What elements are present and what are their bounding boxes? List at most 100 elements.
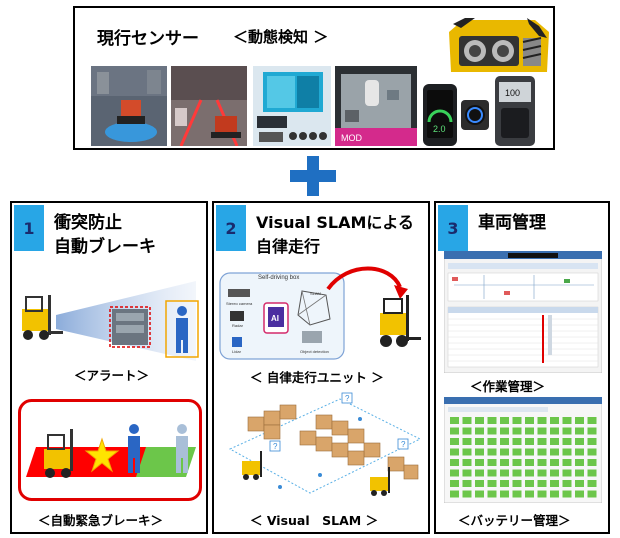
panel-title-line1: Visual SLAMによる <box>256 213 414 232</box>
battery-cell <box>475 438 484 445</box>
battery-cell <box>525 490 534 498</box>
battery-cell <box>487 490 497 498</box>
battery-cell <box>575 469 584 477</box>
battery-cell <box>537 469 547 477</box>
battery-management-caption: ＜バッテリー管理＞ <box>458 513 571 528</box>
battery-cell <box>487 417 497 424</box>
panel-number-badge: 1 <box>14 205 44 251</box>
battery-cell <box>562 469 572 477</box>
alert-caption: ＜アラート＞ <box>74 368 150 383</box>
battery-cell <box>462 490 472 498</box>
battery-cell <box>587 417 597 424</box>
battery-cell <box>575 427 584 435</box>
work-management-caption: ＜作業管理＞ <box>470 379 546 394</box>
battery-cell <box>500 490 509 498</box>
panel-title-line2: 自動ブレーキ <box>54 237 156 257</box>
slam-marker-question: ? <box>401 440 406 449</box>
battery-cell <box>587 438 597 445</box>
battery-cell <box>537 438 547 445</box>
device-value-text: 100 <box>505 88 520 98</box>
gauge-devices-image: 2.0 100 <box>423 76 535 146</box>
battery-cell <box>500 469 509 477</box>
current-sensor-box: 現行センサー ＜動態検知 ＞ <box>73 6 555 150</box>
battery-cell <box>575 438 584 445</box>
battery-cell <box>450 490 459 498</box>
battery-cell <box>487 459 497 466</box>
person-icon <box>128 424 140 473</box>
battery-cell <box>537 490 547 498</box>
person-icon <box>176 424 188 473</box>
component-label: SLAM <box>310 291 321 296</box>
battery-cell <box>512 448 522 456</box>
battery-cell <box>550 480 559 487</box>
battery-management-screenshot <box>444 397 602 503</box>
battery-cell <box>525 448 534 456</box>
battery-cell <box>525 480 534 487</box>
battery-cell <box>537 417 547 424</box>
current-sensor-title: 現行センサー <box>97 29 199 49</box>
battery-cell <box>475 480 484 487</box>
battery-cell <box>562 480 572 487</box>
panel-title-line2: 自律走行 <box>256 237 321 256</box>
monitor-screen-photo <box>253 66 331 146</box>
battery-cell <box>512 490 522 498</box>
battery-cell <box>525 417 534 424</box>
battery-cell <box>475 490 484 498</box>
battery-cell <box>575 480 584 487</box>
battery-cell <box>562 427 572 435</box>
battery-cell <box>525 469 534 477</box>
battery-cell <box>475 469 484 477</box>
panel-visual-slam: 2 Visual SLAMによる 自律走行 Self-driving box S… <box>212 201 430 534</box>
battery-cell <box>550 438 559 445</box>
battery-cell <box>512 480 522 487</box>
battery-cell <box>512 469 522 477</box>
panel-collision-avoidance: 1 衝突防止 自動ブレーキ ＜アラート＞ <box>10 201 208 534</box>
stereo-camera-device-image <box>449 18 549 72</box>
curved-arrow-icon <box>326 266 402 291</box>
battery-cell <box>587 459 597 466</box>
battery-cell <box>450 459 459 466</box>
plus-icon <box>290 156 336 196</box>
battery-cell <box>500 448 509 456</box>
battery-cell <box>487 480 497 487</box>
battery-cell <box>500 459 509 466</box>
battery-cell <box>562 438 572 445</box>
battery-cell <box>575 417 584 424</box>
motion-detection-label: ＜動態検知 ＞ <box>233 28 329 46</box>
battery-cell <box>475 417 484 424</box>
battery-cell <box>550 448 559 456</box>
forklift-icon <box>380 295 421 347</box>
battery-cell <box>450 448 459 456</box>
battery-cell <box>500 417 509 424</box>
slam-marker-question: ? <box>273 442 278 451</box>
mod-display-photo: MOD <box>335 66 417 146</box>
panel-number-badge: 3 <box>438 205 468 251</box>
component-label: Radar <box>232 323 244 328</box>
battery-cell <box>587 469 597 477</box>
battery-cell <box>537 448 547 456</box>
battery-cell <box>487 448 497 456</box>
battery-cell <box>575 448 584 456</box>
battery-cell <box>575 490 584 498</box>
autonomous-unit-caption: ＜ 自律走行ユニット ＞ <box>250 370 384 385</box>
emergency-brake-illustration <box>18 399 202 501</box>
panel-title-line1: 車両管理 <box>478 213 546 233</box>
battery-cell <box>450 480 459 487</box>
battery-cell <box>487 469 497 477</box>
battery-cell <box>450 417 459 424</box>
battery-cell <box>562 448 572 456</box>
battery-cell <box>462 417 472 424</box>
battery-cell <box>462 480 472 487</box>
battery-cell <box>587 427 597 435</box>
panel-title-line1: 衝突防止 <box>54 213 122 233</box>
battery-cell <box>525 438 534 445</box>
forklift-icon <box>370 467 390 496</box>
battery-cell <box>475 459 484 466</box>
panel-title: 車両管理 <box>478 211 546 235</box>
impact-star-icon <box>84 437 120 473</box>
mod-tag-text: MOD <box>341 133 362 143</box>
battery-cell <box>550 490 559 498</box>
battery-cell <box>512 438 522 445</box>
component-label: Lidar <box>232 349 242 354</box>
battery-cell <box>512 459 522 466</box>
